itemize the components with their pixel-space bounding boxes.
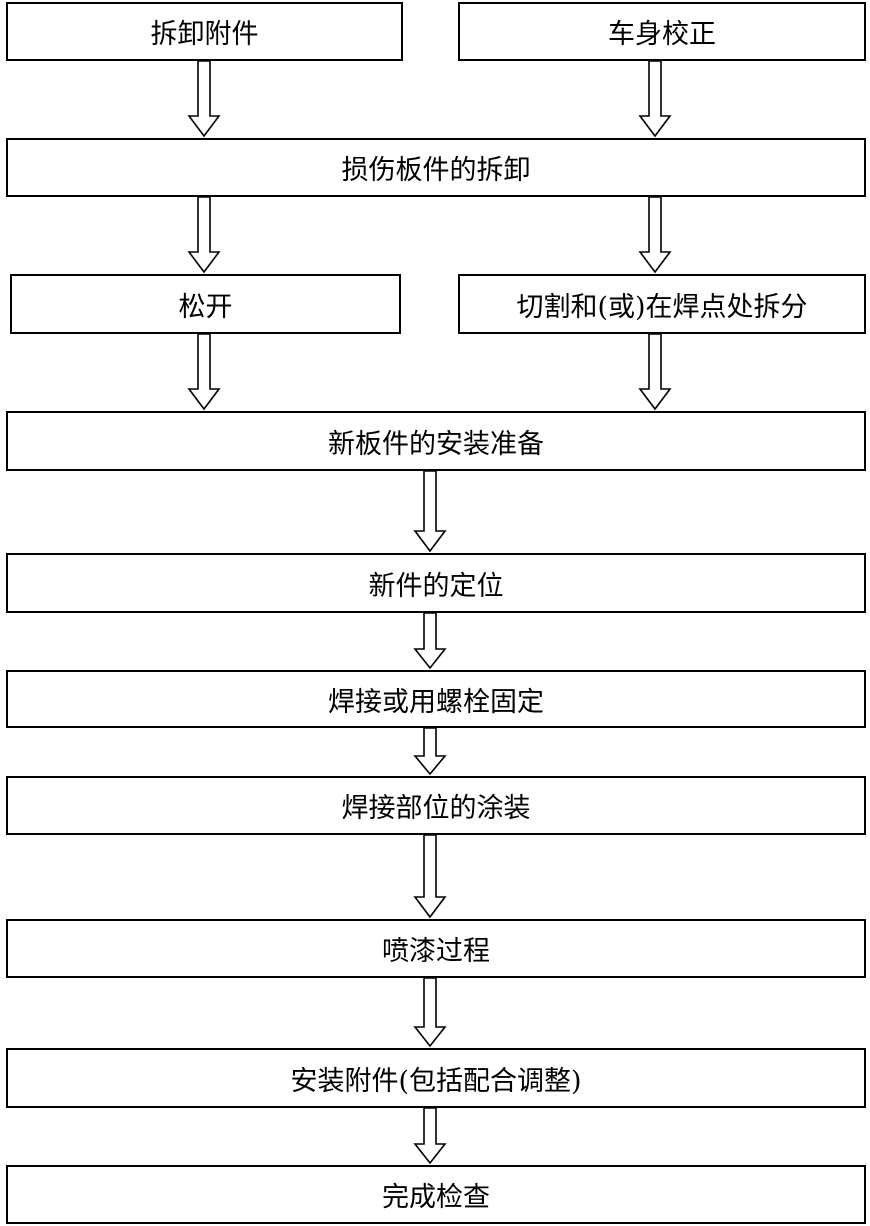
step-label: 拆卸附件 [150,19,259,50]
step-label: 松开 [178,291,233,323]
step-label: 损伤板件的拆卸 [341,155,531,186]
down-arrow-icon [187,334,221,411]
down-arrow-icon [638,61,672,138]
step-label: 喷漆过程 [382,936,490,967]
step-remove-damaged-panel: 损伤板件的拆卸 [6,138,866,197]
step-label: 新板件的安装准备 [328,428,544,460]
down-arrow-icon [413,471,447,553]
down-arrow-icon [413,835,447,919]
step-label: 焊接部位的涂装 [341,793,531,824]
down-arrow-icon [413,613,447,670]
down-arrow-icon [413,978,447,1048]
step-weld-or-bolt: 焊接或用螺栓固定 [6,670,866,728]
step-label: 车身校正 [608,19,716,50]
step-painting: 喷漆过程 [6,919,866,978]
down-arrow-icon [413,1108,447,1165]
step-remove-accessories: 拆卸附件 [6,2,403,61]
step-final-inspection: 完成检查 [6,1165,866,1224]
step-install-accessories: 安装附件(包括配合调整) [6,1048,866,1108]
step-body-straightening: 车身校正 [458,2,866,61]
step-position-new-part: 新件的定位 [6,553,866,613]
down-arrow-icon [638,334,672,411]
step-label: 焊接或用螺栓固定 [328,686,544,718]
step-label: 新件的定位 [368,570,504,602]
down-arrow-icon [187,197,221,274]
down-arrow-icon [413,728,447,776]
down-arrow-icon [187,61,221,138]
down-arrow-icon [638,197,672,274]
step-cut-or-separate: 切割和(或)在焊点处拆分 [458,274,866,334]
step-label: 安装附件(包括配合调整) [290,1065,582,1097]
step-coat-weld-area: 焊接部位的涂装 [6,776,866,835]
step-label: 完成检查 [382,1182,490,1213]
step-prepare-new-panel: 新板件的安装准备 [6,411,866,471]
step-label: 切割和(或)在焊点处拆分 [516,291,808,323]
step-loosen: 松开 [10,274,401,334]
